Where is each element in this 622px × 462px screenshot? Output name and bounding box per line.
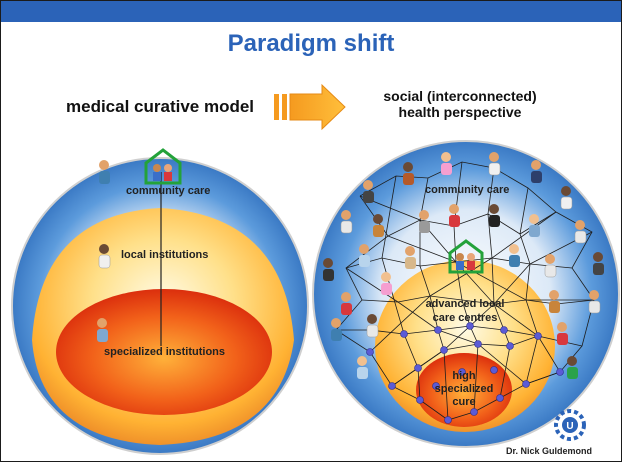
person-icon (544, 254, 557, 278)
university-logo-icon: U (554, 409, 586, 441)
person-icon (549, 290, 560, 313)
person-icon (588, 290, 601, 314)
right-high-line2: specialized (434, 383, 494, 395)
person-icon (509, 244, 520, 267)
slide-title: Paradigm shift (227, 30, 395, 57)
left-sphere-diagram (11, 148, 309, 455)
left-community-care-label: community care (126, 185, 211, 197)
person-icon (529, 214, 540, 237)
person-icon (97, 318, 108, 342)
person-icon (560, 186, 573, 210)
person-icon (366, 314, 379, 338)
home-icon (448, 239, 484, 274)
right-high-line1: high (452, 370, 476, 382)
right-inner-sphere (416, 353, 512, 427)
person-icon (405, 246, 416, 269)
right-arrow-icon (274, 83, 346, 131)
right-high-line3: cure (452, 396, 476, 408)
right-advanced-care-label: advanced local care centres (415, 297, 515, 325)
person-icon (557, 322, 568, 345)
person-icon (359, 244, 370, 267)
svg-text:U: U (566, 421, 573, 432)
person-icon (331, 318, 342, 341)
right-advanced-care-line1: advanced local (425, 298, 505, 310)
right-sphere-diagram (312, 140, 620, 448)
left-inner-sphere (56, 289, 272, 415)
author-credit: Dr. Nick Guldemond (505, 446, 592, 456)
right-community-care-label: community care (425, 184, 510, 196)
person-icon (357, 356, 368, 379)
person-icon (441, 152, 452, 175)
person-icon (574, 220, 587, 244)
person-icon (341, 292, 352, 315)
right-high-specialized-label: high specialized cure (424, 370, 504, 409)
left-heading: medical curative model (66, 97, 255, 116)
right-heading-line1: social (interconnected) (383, 88, 537, 104)
person-icon (531, 160, 542, 183)
person-icon (363, 180, 374, 203)
person-icon (99, 160, 110, 184)
person-icon (403, 162, 414, 185)
person-icon (323, 258, 334, 281)
right-heading: social (interconnected) health perspecti… (360, 88, 560, 120)
person-icon (489, 204, 500, 227)
person-icon (488, 152, 501, 176)
person-icon (340, 210, 353, 234)
left-specialized-institutions-label: specialized institutions (104, 346, 226, 358)
top-banner (0, 0, 622, 22)
left-local-institutions-label: local institutions (121, 249, 209, 261)
person-icon (593, 252, 604, 275)
right-advanced-care-line2: care centres (432, 312, 498, 324)
person-icon (381, 272, 392, 295)
right-heading-line2: health perspective (398, 104, 522, 120)
person-icon (373, 214, 384, 237)
person-icon (98, 244, 111, 269)
person-icon (449, 204, 460, 227)
person-icon (419, 210, 430, 233)
person-icon (567, 356, 578, 379)
home-icon (144, 148, 182, 185)
network-nodes (366, 322, 564, 424)
